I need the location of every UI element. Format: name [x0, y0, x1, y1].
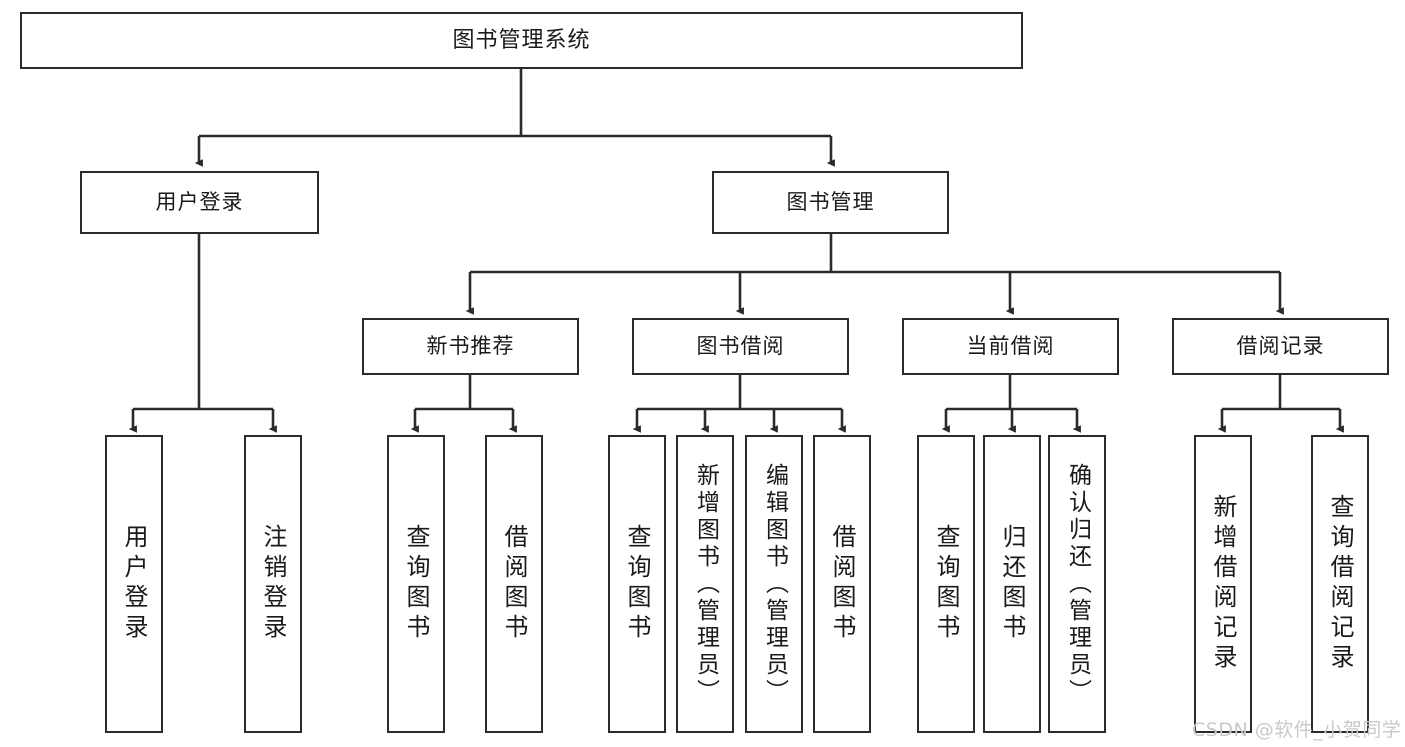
- leaf-user-login[interactable]: 用户登录: [105, 435, 163, 733]
- node-user-login[interactable]: 用户登录: [80, 171, 319, 234]
- node-label: 新增图书（管理员）: [692, 462, 719, 706]
- node-label: 用户登录: [155, 190, 244, 214]
- node-label: 借阅记录: [1236, 334, 1325, 358]
- node-label: 归还图书: [998, 524, 1026, 644]
- leaf-current-query-book[interactable]: 查询图书: [917, 435, 975, 733]
- node-label: 图书管理系统: [452, 27, 591, 53]
- node-borrow-record[interactable]: 借阅记录: [1172, 318, 1389, 375]
- leaf-user-logout[interactable]: 注销登录: [244, 435, 302, 733]
- node-label: 新书推荐: [426, 334, 515, 358]
- node-label: 查询图书: [402, 524, 430, 644]
- leaf-current-return-book[interactable]: 归还图书: [983, 435, 1041, 733]
- leaf-record-add-borrow-record[interactable]: 新增借阅记录: [1194, 435, 1252, 733]
- node-label: 新增借阅记录: [1209, 494, 1237, 674]
- node-book-borrow[interactable]: 图书借阅: [632, 318, 849, 375]
- node-label: 查询图书: [932, 524, 960, 644]
- leaf-current-confirm-return-admin[interactable]: 确认归还（管理员）: [1048, 435, 1106, 733]
- leaf-borrow-edit-book-admin[interactable]: 编辑图书（管理员）: [745, 435, 803, 733]
- node-label: 当前借阅: [966, 334, 1055, 358]
- node-label: 编辑图书（管理员）: [761, 462, 788, 706]
- leaf-recommend-query-book[interactable]: 查询图书: [387, 435, 445, 733]
- node-label: 借阅图书: [500, 524, 528, 644]
- node-label: 用户登录: [120, 524, 148, 644]
- node-label: 确认归还（管理员）: [1064, 462, 1091, 706]
- node-current-borrow[interactable]: 当前借阅: [902, 318, 1119, 375]
- node-label: 注销登录: [259, 524, 287, 644]
- csdn-watermark: CSDN @软件_小贺同学: [1192, 715, 1401, 742]
- leaf-borrow-borrow-book[interactable]: 借阅图书: [813, 435, 871, 733]
- watermark-text: CSDN @软件_小贺同学: [1192, 719, 1402, 741]
- node-root-book-management-system[interactable]: 图书管理系统: [20, 12, 1023, 69]
- node-label: 图书借阅: [696, 334, 785, 358]
- leaf-recommend-borrow-book[interactable]: 借阅图书: [485, 435, 543, 733]
- node-label: 图书管理: [786, 190, 875, 214]
- leaf-borrow-add-book-admin[interactable]: 新增图书（管理员）: [676, 435, 734, 733]
- node-book-management[interactable]: 图书管理: [712, 171, 949, 234]
- node-label: 查询借阅记录: [1326, 494, 1354, 674]
- node-label: 查询图书: [623, 524, 651, 644]
- leaf-borrow-query-book[interactable]: 查询图书: [608, 435, 666, 733]
- leaf-record-query-borrow-record[interactable]: 查询借阅记录: [1311, 435, 1369, 733]
- node-label: 借阅图书: [828, 524, 856, 644]
- node-new-book-recommend[interactable]: 新书推荐: [362, 318, 579, 375]
